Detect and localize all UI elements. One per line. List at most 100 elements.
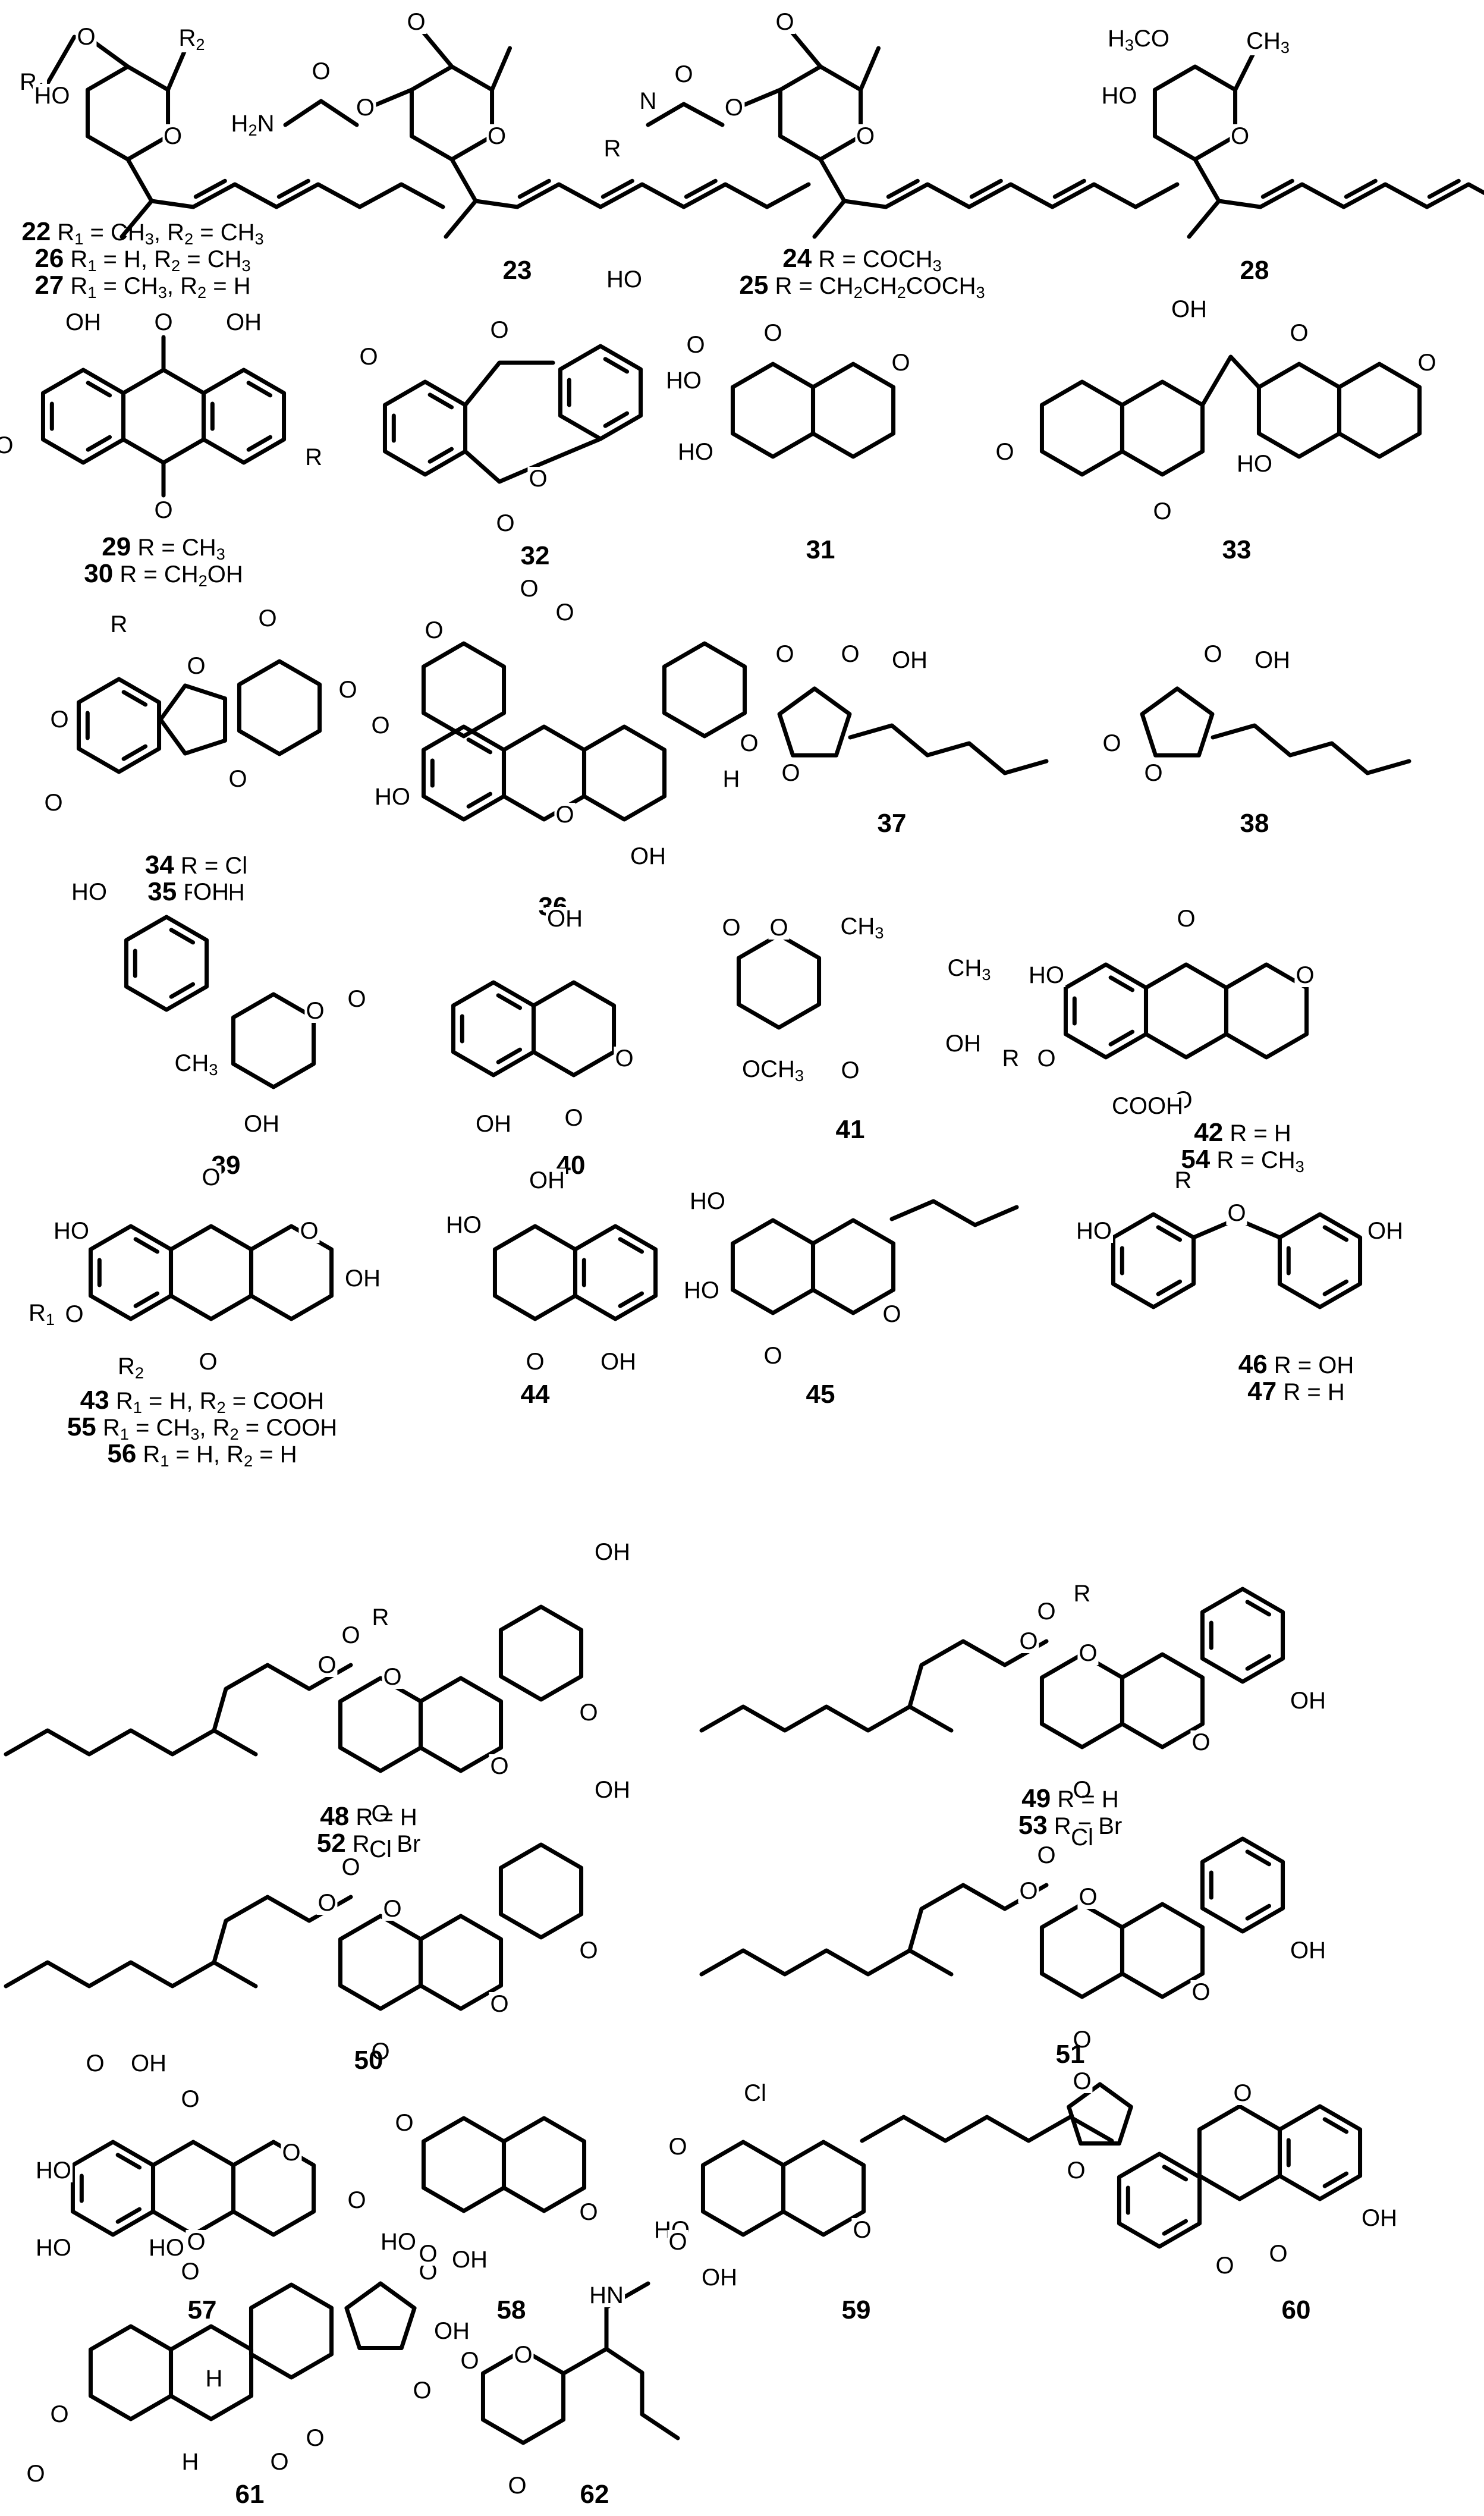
atom-label: O [1143, 760, 1164, 786]
compound-number: 43 [80, 1386, 109, 1415]
atom-label: O [527, 466, 549, 492]
atom-label: O [507, 2473, 528, 2499]
compound-caption: 42 R = H [1136, 1118, 1350, 1148]
aromatic-ring [1111, 1212, 1196, 1309]
lactone-ring [531, 980, 617, 1078]
bond-chain [463, 360, 555, 407]
bond [1233, 52, 1256, 92]
substituent-definition: R = H [1223, 1120, 1291, 1147]
aromatic-ring [76, 677, 162, 774]
atom-label: HO [70, 879, 108, 905]
pyran-ring [1152, 64, 1238, 162]
atom-label: OH [546, 906, 584, 932]
atom-label: O [1077, 1884, 1099, 1910]
aromatic-bond [1322, 1279, 1349, 1296]
atom-label: O [667, 2134, 688, 2160]
quinone-ring [1039, 1902, 1125, 1999]
atom-label: O [667, 2229, 688, 2255]
atom-label: HO [677, 439, 715, 465]
pyran-ring [810, 1218, 896, 1315]
atom-label: O [1190, 1979, 1212, 2005]
pyran-ring [501, 2116, 587, 2213]
aromatic-bond [618, 1237, 644, 1254]
aromatic-bond [618, 1291, 644, 1308]
pyran-ring [231, 2140, 316, 2237]
compound-caption: 29 R = CH3 [56, 532, 271, 563]
atom-label: HO [683, 1277, 721, 1303]
aromatic-bond [427, 392, 454, 410]
pyran-ring [1120, 1902, 1205, 1999]
compound-caption: 57 [95, 2295, 309, 2326]
substituent-definition: R = COCH3 [812, 246, 942, 275]
atom-label: OH [474, 1111, 513, 1137]
aromatic-ring [1120, 379, 1205, 477]
compound-caption: 41 [743, 1115, 957, 1145]
methyl [120, 199, 154, 239]
bond-chain [889, 1199, 1019, 1227]
polyene-chain [125, 157, 445, 209]
bond-chain [646, 102, 725, 127]
atom-label: O [489, 1753, 510, 1779]
compound-number: 58 [496, 2295, 526, 2325]
atom-label: O [180, 2086, 201, 2112]
furan-ring [1067, 2082, 1133, 2146]
atom-label: O [554, 599, 576, 626]
atom-label: OH [1360, 2205, 1398, 2231]
atom-label: H [204, 2366, 224, 2392]
compound-caption: 43 R1 = H, R2 = COOH [24, 1386, 381, 1416]
bond-chain [283, 99, 359, 127]
pyran-ring [418, 1676, 504, 1773]
aromatic-ring [1117, 2151, 1202, 2249]
aromatic-bond [1322, 1225, 1349, 1242]
compound-caption: 48 R = H [262, 1802, 476, 1832]
pyranone-ring [1197, 2104, 1282, 2201]
double-bond [1344, 178, 1378, 199]
bond-chain [463, 436, 603, 484]
atom-label: O [200, 1164, 222, 1191]
atom-label: OH [243, 1111, 281, 1137]
compound-caption: 32 [428, 541, 642, 571]
pyran-ring [1337, 362, 1422, 459]
atom-label: O [370, 2038, 391, 2065]
substituent-definition: R = CH2OH [113, 561, 243, 590]
compound-number: 24 [782, 244, 812, 273]
bond [490, 46, 513, 92]
atom-label: O [49, 706, 70, 733]
atom-label: O [578, 1700, 599, 1726]
atom-label: H [721, 766, 741, 792]
atom-label: HO [33, 83, 71, 109]
cyclohexane-ring [88, 2324, 174, 2421]
compound-number: 62 [580, 2480, 609, 2509]
atom-label: O [854, 123, 876, 149]
atom-label: O [354, 95, 376, 121]
compound-number: 55 [67, 1412, 96, 1441]
cyclohexanone-ring [492, 1224, 578, 1321]
atom-label: O [153, 309, 174, 335]
atom-label: OH [130, 2050, 168, 2077]
atom-label: O [340, 1854, 361, 1880]
pyranone-ring [150, 2140, 236, 2237]
atom-label: OH [1289, 1688, 1327, 1714]
cyclohexenone-ring [662, 641, 747, 739]
polyene-chain [1193, 157, 1484, 209]
atom-label: O [1190, 1729, 1212, 1755]
compound-caption: 61 [143, 2480, 357, 2510]
aromatic-ring [201, 367, 287, 465]
compound-caption: 26 R1 = H, R2 = CH3 [0, 244, 297, 275]
atom-label: O [281, 2140, 302, 2166]
atom-label: O [370, 712, 391, 739]
aromatic-bond [169, 982, 196, 999]
atom-label: O [1175, 906, 1197, 932]
atom-label: O [382, 1664, 403, 1690]
substituent-definition: R1 = H, R2 = CH3 [64, 246, 251, 275]
atom-label: Cl [368, 1836, 393, 1862]
pyran-ring [781, 2140, 866, 2237]
compound-number: 33 [1222, 535, 1252, 564]
quinone-ring [121, 367, 206, 465]
atom-label: O [1294, 962, 1316, 988]
quinone-ring [338, 1676, 423, 1773]
compound-caption: 28 [1147, 256, 1362, 286]
atom-label: O [269, 2449, 290, 2475]
compound-caption: 24 R = COCH3 [708, 244, 1017, 275]
bond [420, 29, 454, 69]
